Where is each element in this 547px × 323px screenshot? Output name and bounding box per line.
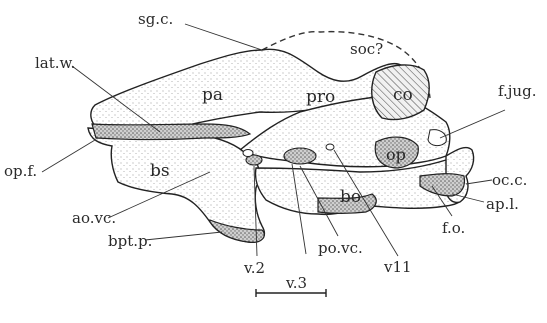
optic-foramen: [243, 150, 253, 157]
label-co: co: [393, 85, 413, 105]
label-apl: ap.l.: [486, 195, 519, 213]
label-pro: pro: [306, 87, 335, 107]
label-sgc: sg.c.: [138, 10, 173, 28]
leader-opf: [42, 140, 95, 172]
label-bo: bo: [340, 187, 361, 207]
label-soc: soc?: [350, 40, 383, 58]
label-aovc: ao.vc.: [72, 209, 116, 227]
label-v3: v.3: [285, 274, 307, 292]
label-v2: v.2: [243, 259, 265, 277]
trigeminal-foramen: [284, 148, 316, 164]
label-pa: pa: [202, 85, 223, 105]
leader-occ: [466, 180, 492, 184]
leader-fjug: [440, 110, 505, 138]
leader-bptp: [145, 232, 222, 240]
label-bs: bs: [150, 161, 170, 181]
label-v11: v11: [383, 258, 412, 276]
label-opf: op.f.: [4, 162, 37, 180]
label-fjug: f.jug.: [498, 82, 536, 100]
label-fo: f.o.: [442, 219, 465, 237]
label-op: op: [386, 145, 406, 164]
small-foramen: [326, 144, 334, 150]
label-povc: po.vc.: [318, 239, 363, 257]
leader-sgc: [185, 24, 262, 50]
lateral-wing-band: [92, 124, 250, 140]
label-occ: oc.c.: [492, 171, 527, 189]
label-bptp: bpt.p.: [108, 232, 152, 250]
label-latw: lat.w.: [35, 54, 75, 72]
